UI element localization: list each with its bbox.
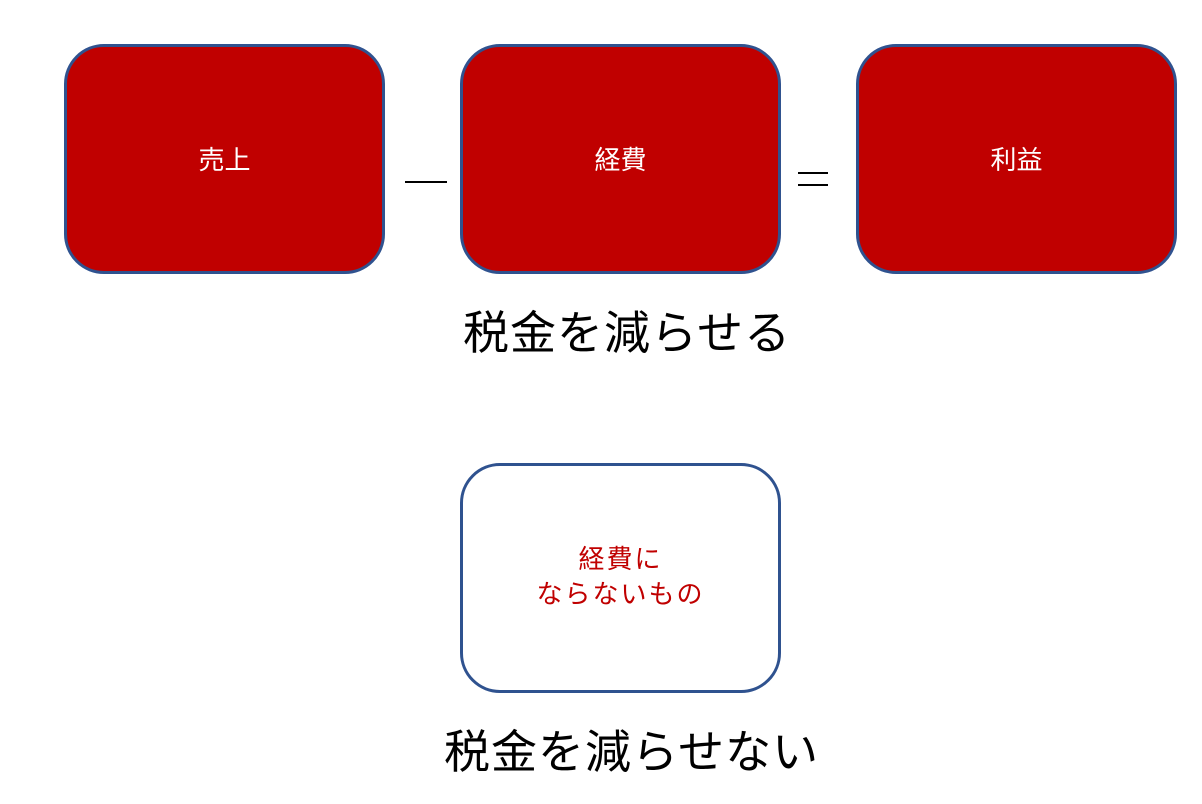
profit-label: 利益 [990,145,1043,176]
minus-operator [405,181,447,183]
caption-reduces-tax: 税金を減らせる [463,306,792,360]
non-expense-box: 経費に ならないもの [460,463,781,693]
expense-box: 経費 [460,44,781,274]
expense-label: 経費 [594,145,647,176]
non-expense-line2: ならないもの [536,580,705,610]
equals-operator [798,168,828,188]
profit-box: 利益 [856,44,1177,274]
sales-label: 売上 [198,145,251,176]
sales-box: 売上 [64,44,385,274]
non-expense-line1: 経費に [578,545,663,575]
caption-does-not-reduce-tax: 税金を減らせない [444,725,820,779]
